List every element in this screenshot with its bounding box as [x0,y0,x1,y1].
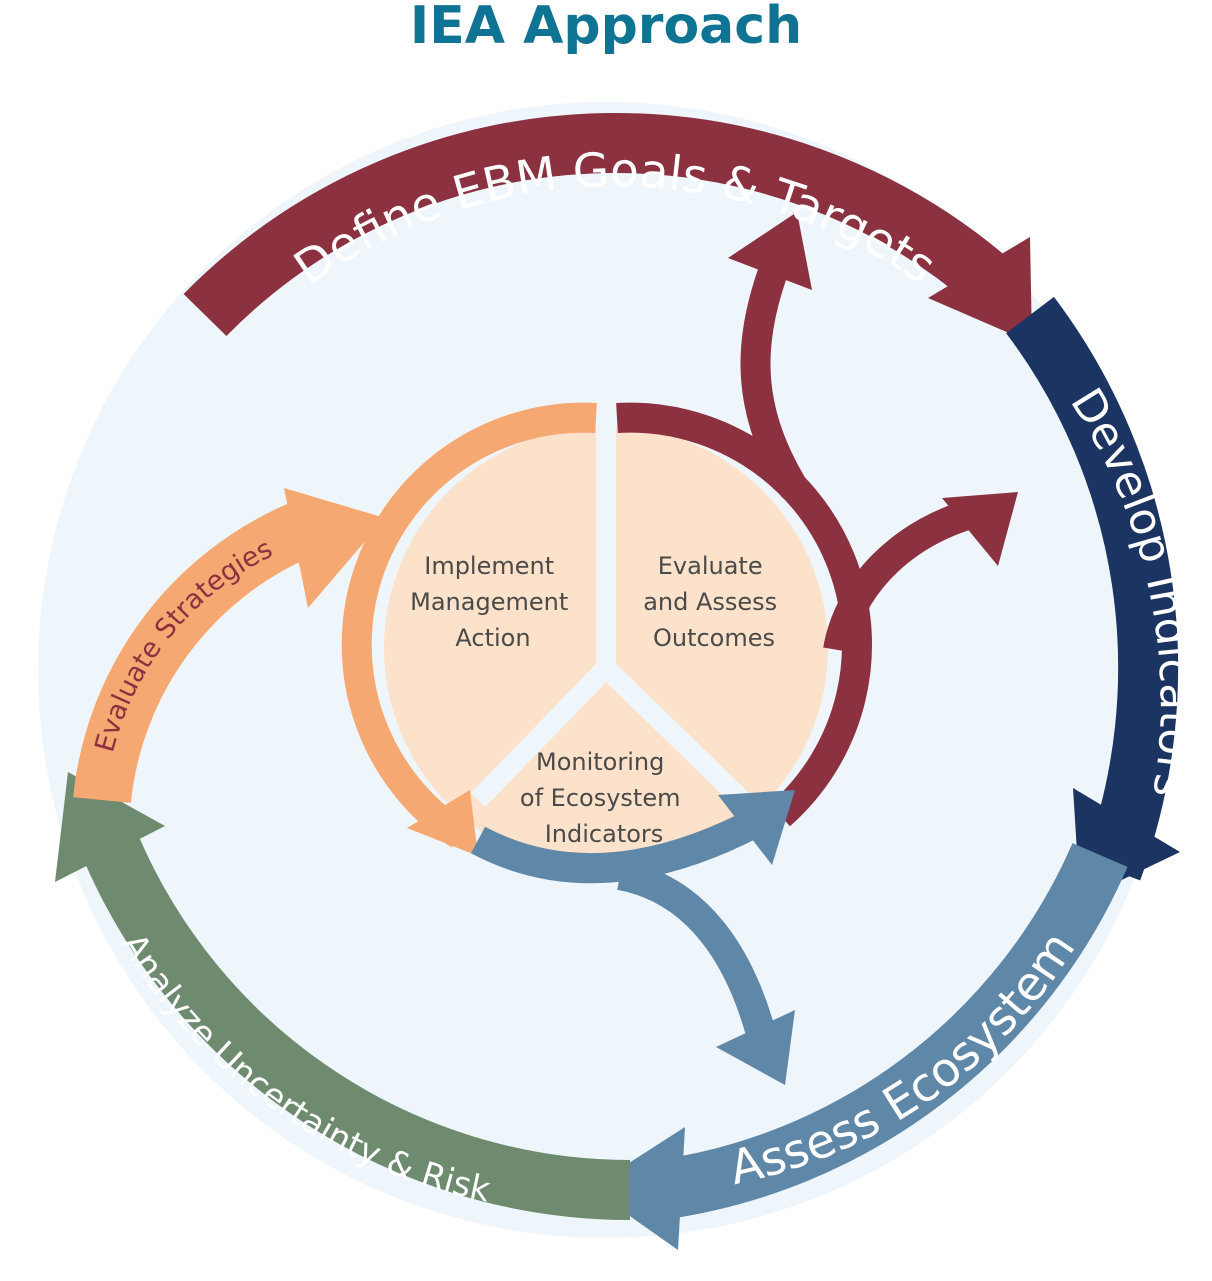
inner-evaluate-arc [616,402,872,827]
analyze-arrowhead [55,772,165,882]
define-arrowhead [928,237,1032,343]
diagram-title: IEA Approach [409,0,803,56]
assess-arc [655,843,1128,1220]
monitoring-branch-down-arrowhead [716,1010,795,1085]
assess-arrowhead [590,1127,685,1250]
inner-implement-arc [341,402,597,848]
define-arc [183,113,1010,337]
implement-label: Implement Management Action [410,552,576,652]
inner-implement-arrowhead [407,790,478,856]
evaluate-branch-up-arrowhead [728,212,812,290]
evaluate-branch-right-arrowhead [942,492,1018,566]
inner-monitoring-arc [470,806,768,884]
strategies-arc [73,503,312,804]
inner-monitoring-arrowhead [718,790,795,865]
evaluate-label: Evaluate and Assess Outcomes [643,552,785,652]
monitoring-branch-down [616,860,775,1035]
divider-left [470,661,614,807]
divider-right [599,660,749,808]
develop-arc [1006,296,1179,881]
monitoring-label: Monitoring of Ecosystem Indicators [520,748,688,848]
analyze-arc [71,809,631,1220]
strategies-arrowhead [284,488,385,608]
evaluate-branch-right [823,495,989,653]
